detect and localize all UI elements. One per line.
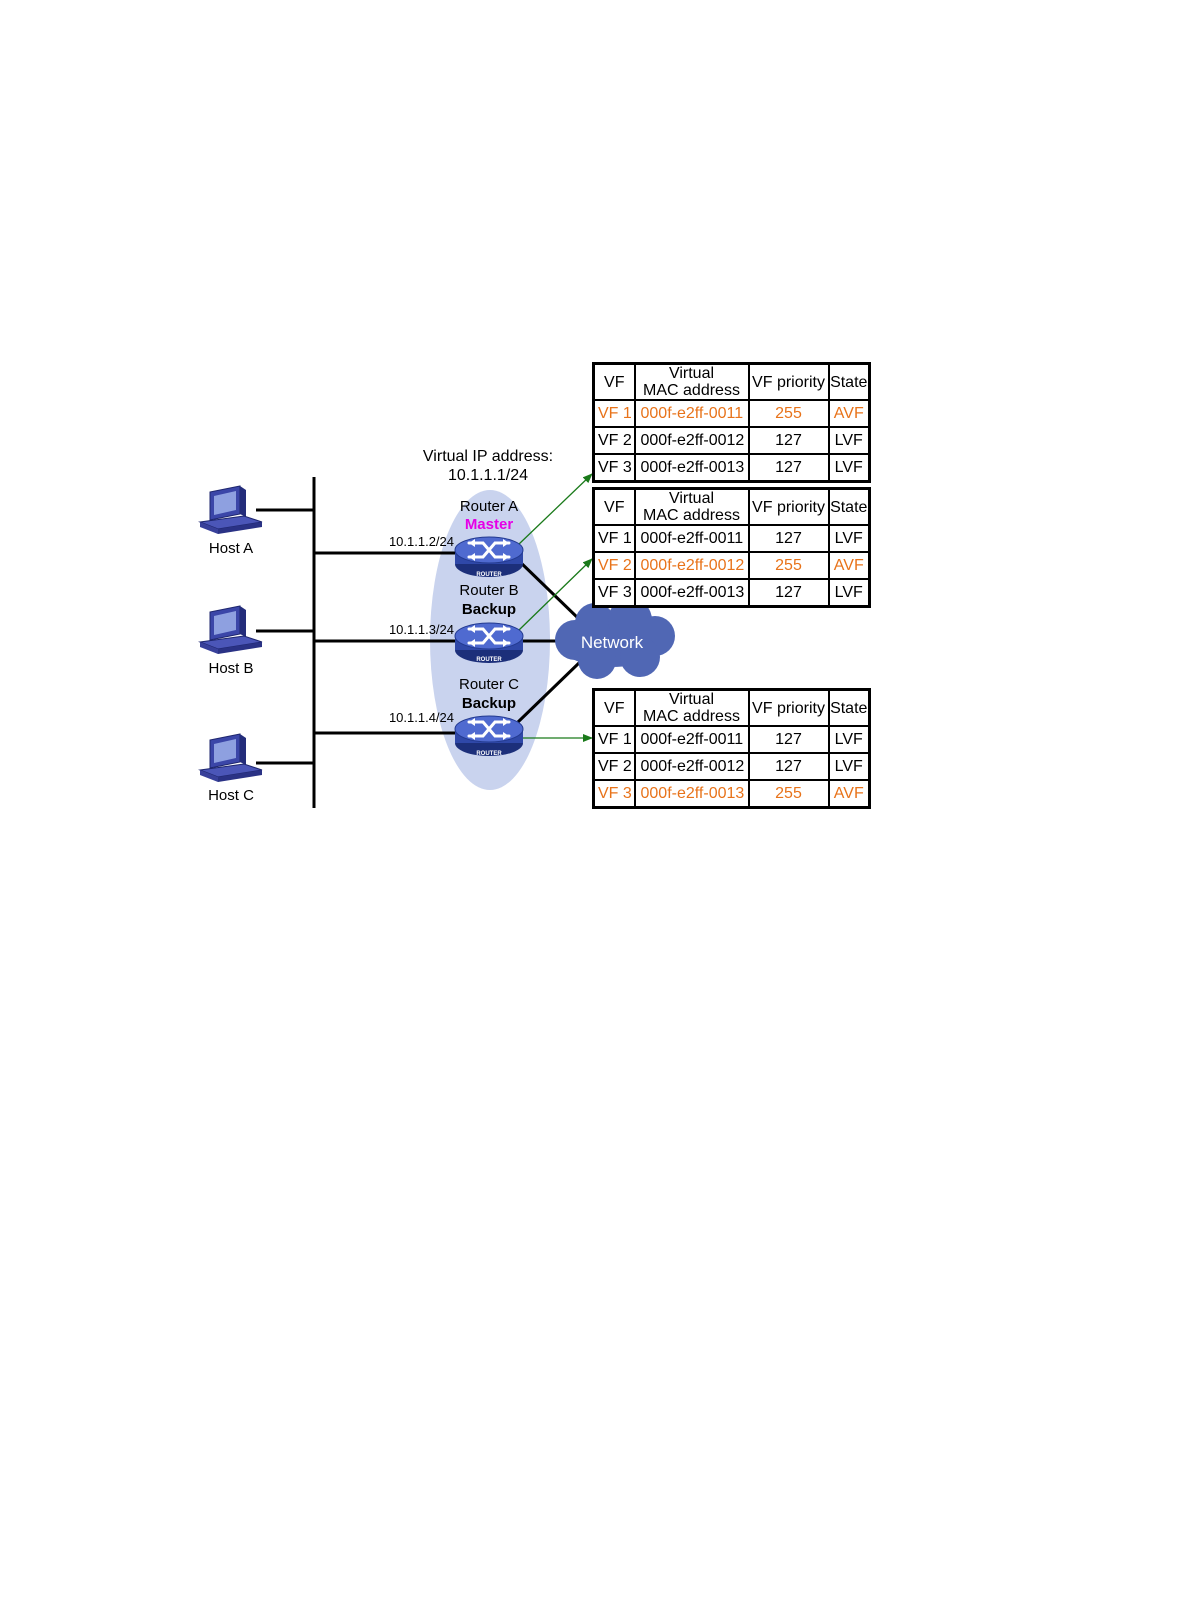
host-b-icon (199, 605, 263, 655)
router-a-network-link (516, 558, 582, 622)
vf-header: VF (592, 487, 636, 526)
router-c-badge: ROUTER (476, 751, 502, 757)
virtual-ip-value: 10.1.1.1/24 (448, 467, 528, 484)
table-row: VF 3 000f-e2ff-0013 127 LVF (592, 578, 871, 608)
table-row: VF 1 000f-e2ff-0011 127 LVF (592, 725, 871, 754)
table-row: VF 2 000f-e2ff-0012 127 LVF (592, 426, 871, 455)
virtual-ip-title: Virtual IP address: (423, 448, 553, 465)
table-row: VF 3 000f-e2ff-0013 255 AVF (592, 779, 871, 809)
state-header: State (827, 688, 871, 727)
router-b-table-arrow (517, 558, 593, 632)
router-a-role: Master (465, 516, 514, 533)
host-c-label: Host C (208, 787, 254, 804)
table-row: VF 1 000f-e2ff-0011 255 AVF (592, 399, 871, 428)
router-a-table-arrow (517, 473, 593, 546)
router-a-ip: 10.1.1.2/24 (389, 534, 454, 549)
router-c-network-link (516, 660, 582, 724)
table-row: VF 1 000f-e2ff-0011 127 LVF (592, 524, 871, 553)
network-label: Network (581, 633, 644, 652)
router-b-ip: 10.1.1.3/24 (389, 622, 454, 637)
priority-header: VF priority (747, 688, 830, 727)
router-a-badge: ROUTER (476, 572, 502, 578)
vf-header: VF (592, 688, 636, 727)
table-row: VF 2 000f-e2ff-0012 127 LVF (592, 752, 871, 781)
host-a-label: Host A (209, 540, 253, 557)
router-b-badge: ROUTER (476, 657, 502, 663)
host-b-label: Host B (208, 660, 253, 677)
router-c-name: Router C (459, 676, 519, 693)
router-b-role: Backup (462, 601, 516, 618)
router-c-role: Backup (462, 695, 516, 712)
router-a-icon (453, 535, 525, 579)
host-a-icon (199, 485, 263, 535)
router-c-ip: 10.1.1.4/24 (389, 710, 454, 725)
host-c-icon (199, 733, 263, 783)
state-header: State (827, 487, 871, 526)
router-b-name: Router B (459, 582, 518, 599)
state-header: State (827, 362, 871, 401)
priority-header: VF priority (747, 362, 830, 401)
table-row: VF 2 000f-e2ff-0012 255 AVF (592, 551, 871, 580)
router-c-icon (453, 714, 525, 758)
table-row: VF 3 000f-e2ff-0013 127 LVF (592, 453, 871, 483)
vf-header: VF (592, 362, 636, 401)
router-a-name: Router A (460, 498, 518, 515)
priority-header: VF priority (747, 487, 830, 526)
network-cloud-icon (555, 598, 675, 679)
